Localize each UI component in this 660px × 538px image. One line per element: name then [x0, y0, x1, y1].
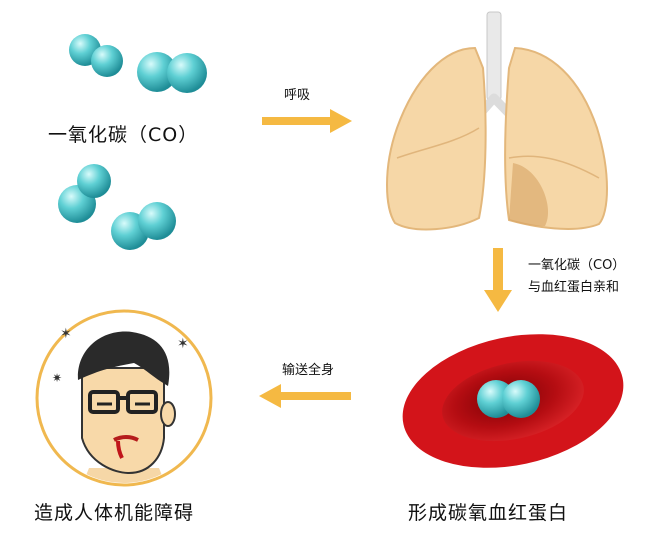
co-molecules	[58, 34, 207, 250]
result-right-label: 形成碳氧血红蛋白	[408, 502, 569, 524]
lungs-icon	[386, 11, 608, 231]
co-molecule-1	[69, 34, 123, 77]
transport-label: 输送全身	[282, 363, 335, 378]
co-molecule-2	[137, 52, 207, 93]
bind-label-line1: 一氧化碳（CO）	[528, 258, 626, 273]
breath-label: 呼吸	[284, 88, 311, 103]
blood-cell-icon	[402, 334, 624, 468]
co-label: 一氧化碳（CO）	[48, 124, 199, 146]
co-molecule-in-cell	[477, 380, 540, 418]
arrow-right-icon	[262, 109, 352, 133]
co-molecule-3	[58, 164, 111, 223]
avatar: ✶ ✷ ✶	[35, 309, 213, 487]
svg-text:✶: ✶	[60, 326, 72, 342]
arrow-down-icon	[484, 248, 512, 312]
svg-text:✷: ✷	[52, 371, 62, 385]
svg-text:✶: ✶	[177, 336, 189, 352]
result-left-label: 造成人体机能障碍	[34, 502, 195, 524]
co-molecule-4	[111, 202, 176, 250]
arrow-left-icon	[259, 384, 351, 408]
bind-label-line2: 与血红蛋白亲和	[528, 280, 620, 295]
